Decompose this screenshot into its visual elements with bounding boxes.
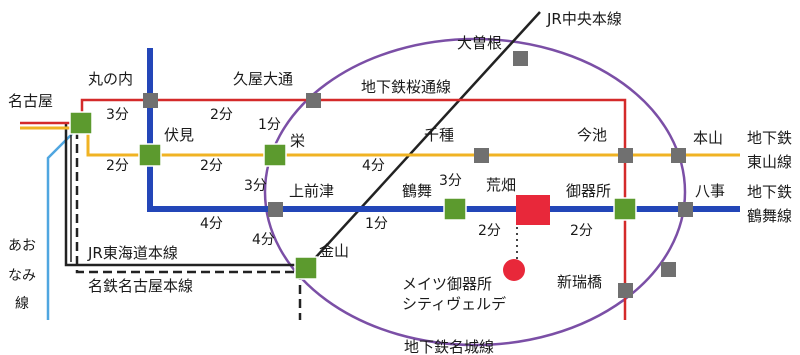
- station-ozone-label: 大曽根: [457, 34, 502, 52]
- station-yagoto-meijo-marker[interactable]: [661, 262, 676, 277]
- meitetsu-label: 名鉄名古屋本線: [88, 277, 193, 295]
- sakura-dori-label: 地下鉄桜通線: [361, 78, 451, 96]
- time-nagoya-fushimi: 2分: [106, 158, 129, 174]
- station-marunouchi-marker[interactable]: [143, 93, 158, 108]
- station-nagoya-marker[interactable]: [69, 111, 93, 135]
- station-hisaya-label: 久屋大通: [233, 70, 293, 88]
- property-label-1: メイツ御器所: [402, 275, 492, 293]
- time-hisaya-sakae: 1分: [258, 117, 281, 133]
- station-imaike-marker[interactable]: [618, 148, 633, 163]
- station-aratamabashi-marker[interactable]: [618, 283, 633, 298]
- station-gokiso-marker[interactable]: [613, 197, 637, 221]
- aonami-label-3: 線: [15, 296, 29, 312]
- time-sakae-kamimaezu: 3分: [244, 178, 267, 194]
- station-nagoya-label: 名古屋: [8, 92, 53, 110]
- tsurumai-label-1: 地下鉄: [747, 183, 792, 201]
- station-sakae-marker[interactable]: [263, 143, 287, 167]
- higashiyama-label-1: 地下鉄: [747, 129, 792, 147]
- station-yagoto-label: 八事: [695, 182, 725, 200]
- sakura-dori-line: [20, 98, 627, 320]
- station-sakae-label: 栄: [290, 132, 305, 150]
- time-arahata-gokiso: 2分: [570, 223, 593, 239]
- higashiyama-label-2: 東山線: [747, 153, 792, 171]
- station-motoyama-label: 本山: [693, 129, 723, 147]
- time-tsurumai-arahata: 2分: [478, 223, 501, 239]
- station-fushimi-marker[interactable]: [138, 143, 162, 167]
- station-tsurumai-label: 鶴舞: [402, 182, 432, 200]
- station-gokiso-label: 御器所: [566, 182, 611, 200]
- station-kamimaezu-marker[interactable]: [268, 202, 283, 217]
- station-motoyama-marker[interactable]: [671, 148, 686, 163]
- station-chikusa-label: 千種: [424, 126, 454, 144]
- time-kamimaezu-tsurumai: 1分: [365, 216, 388, 232]
- tsurumai-label-2: 鶴舞線: [747, 207, 792, 225]
- time-fushimi-kamimaezu: 4分: [200, 216, 223, 232]
- time-chikusa-tsurumai: 3分: [439, 173, 462, 189]
- station-aratamabashi-label: 新瑞橋: [557, 273, 602, 291]
- station-chikusa-marker[interactable]: [474, 148, 489, 163]
- station-imaike-label: 今池: [577, 126, 607, 144]
- station-arahata-label: 荒畑: [486, 176, 516, 194]
- jr-chuo-line: [305, 11, 541, 269]
- time-sakae-chikusa: 4分: [362, 158, 385, 174]
- time-marunouchi-hisaya: 2分: [210, 107, 233, 123]
- station-arahata-marker[interactable]: [516, 195, 550, 225]
- station-ozone-marker[interactable]: [513, 51, 528, 66]
- higashiyama-line: [20, 126, 740, 157]
- property-marker[interactable]: [503, 259, 525, 281]
- jr-tokaido-label: JR東海道本線: [87, 244, 178, 262]
- property-label-2: シティヴェルデ: [402, 295, 506, 313]
- jr-chuo-label: JR中央本線: [546, 10, 622, 28]
- aonami-label-1: あお: [8, 238, 36, 254]
- station-tsurumai-marker[interactable]: [443, 197, 467, 221]
- meitetsu-line: [75, 130, 302, 320]
- time-fushimi-sakae: 2分: [200, 158, 223, 174]
- station-hisaya-marker[interactable]: [306, 93, 321, 108]
- station-marunouchi-label: 丸の内: [88, 70, 133, 88]
- jr-tokaido-line: [64, 122, 310, 267]
- station-kanayama-marker[interactable]: [294, 256, 318, 280]
- meijo-line: [263, 37, 687, 347]
- station-yagoto-marker[interactable]: [678, 202, 693, 217]
- station-kamimaezu-label: 上前津: [289, 182, 334, 200]
- station-kanayama-label: 金山: [319, 242, 349, 260]
- time-kamimaezu-kanayama: 4分: [252, 232, 275, 248]
- time-nagoya-marunouchi: 3分: [106, 107, 129, 123]
- aonami-label-2: なみ: [8, 268, 36, 284]
- station-fushimi-label: 伏見: [164, 126, 194, 144]
- meijo-label: 地下鉄名城線: [404, 338, 494, 355]
